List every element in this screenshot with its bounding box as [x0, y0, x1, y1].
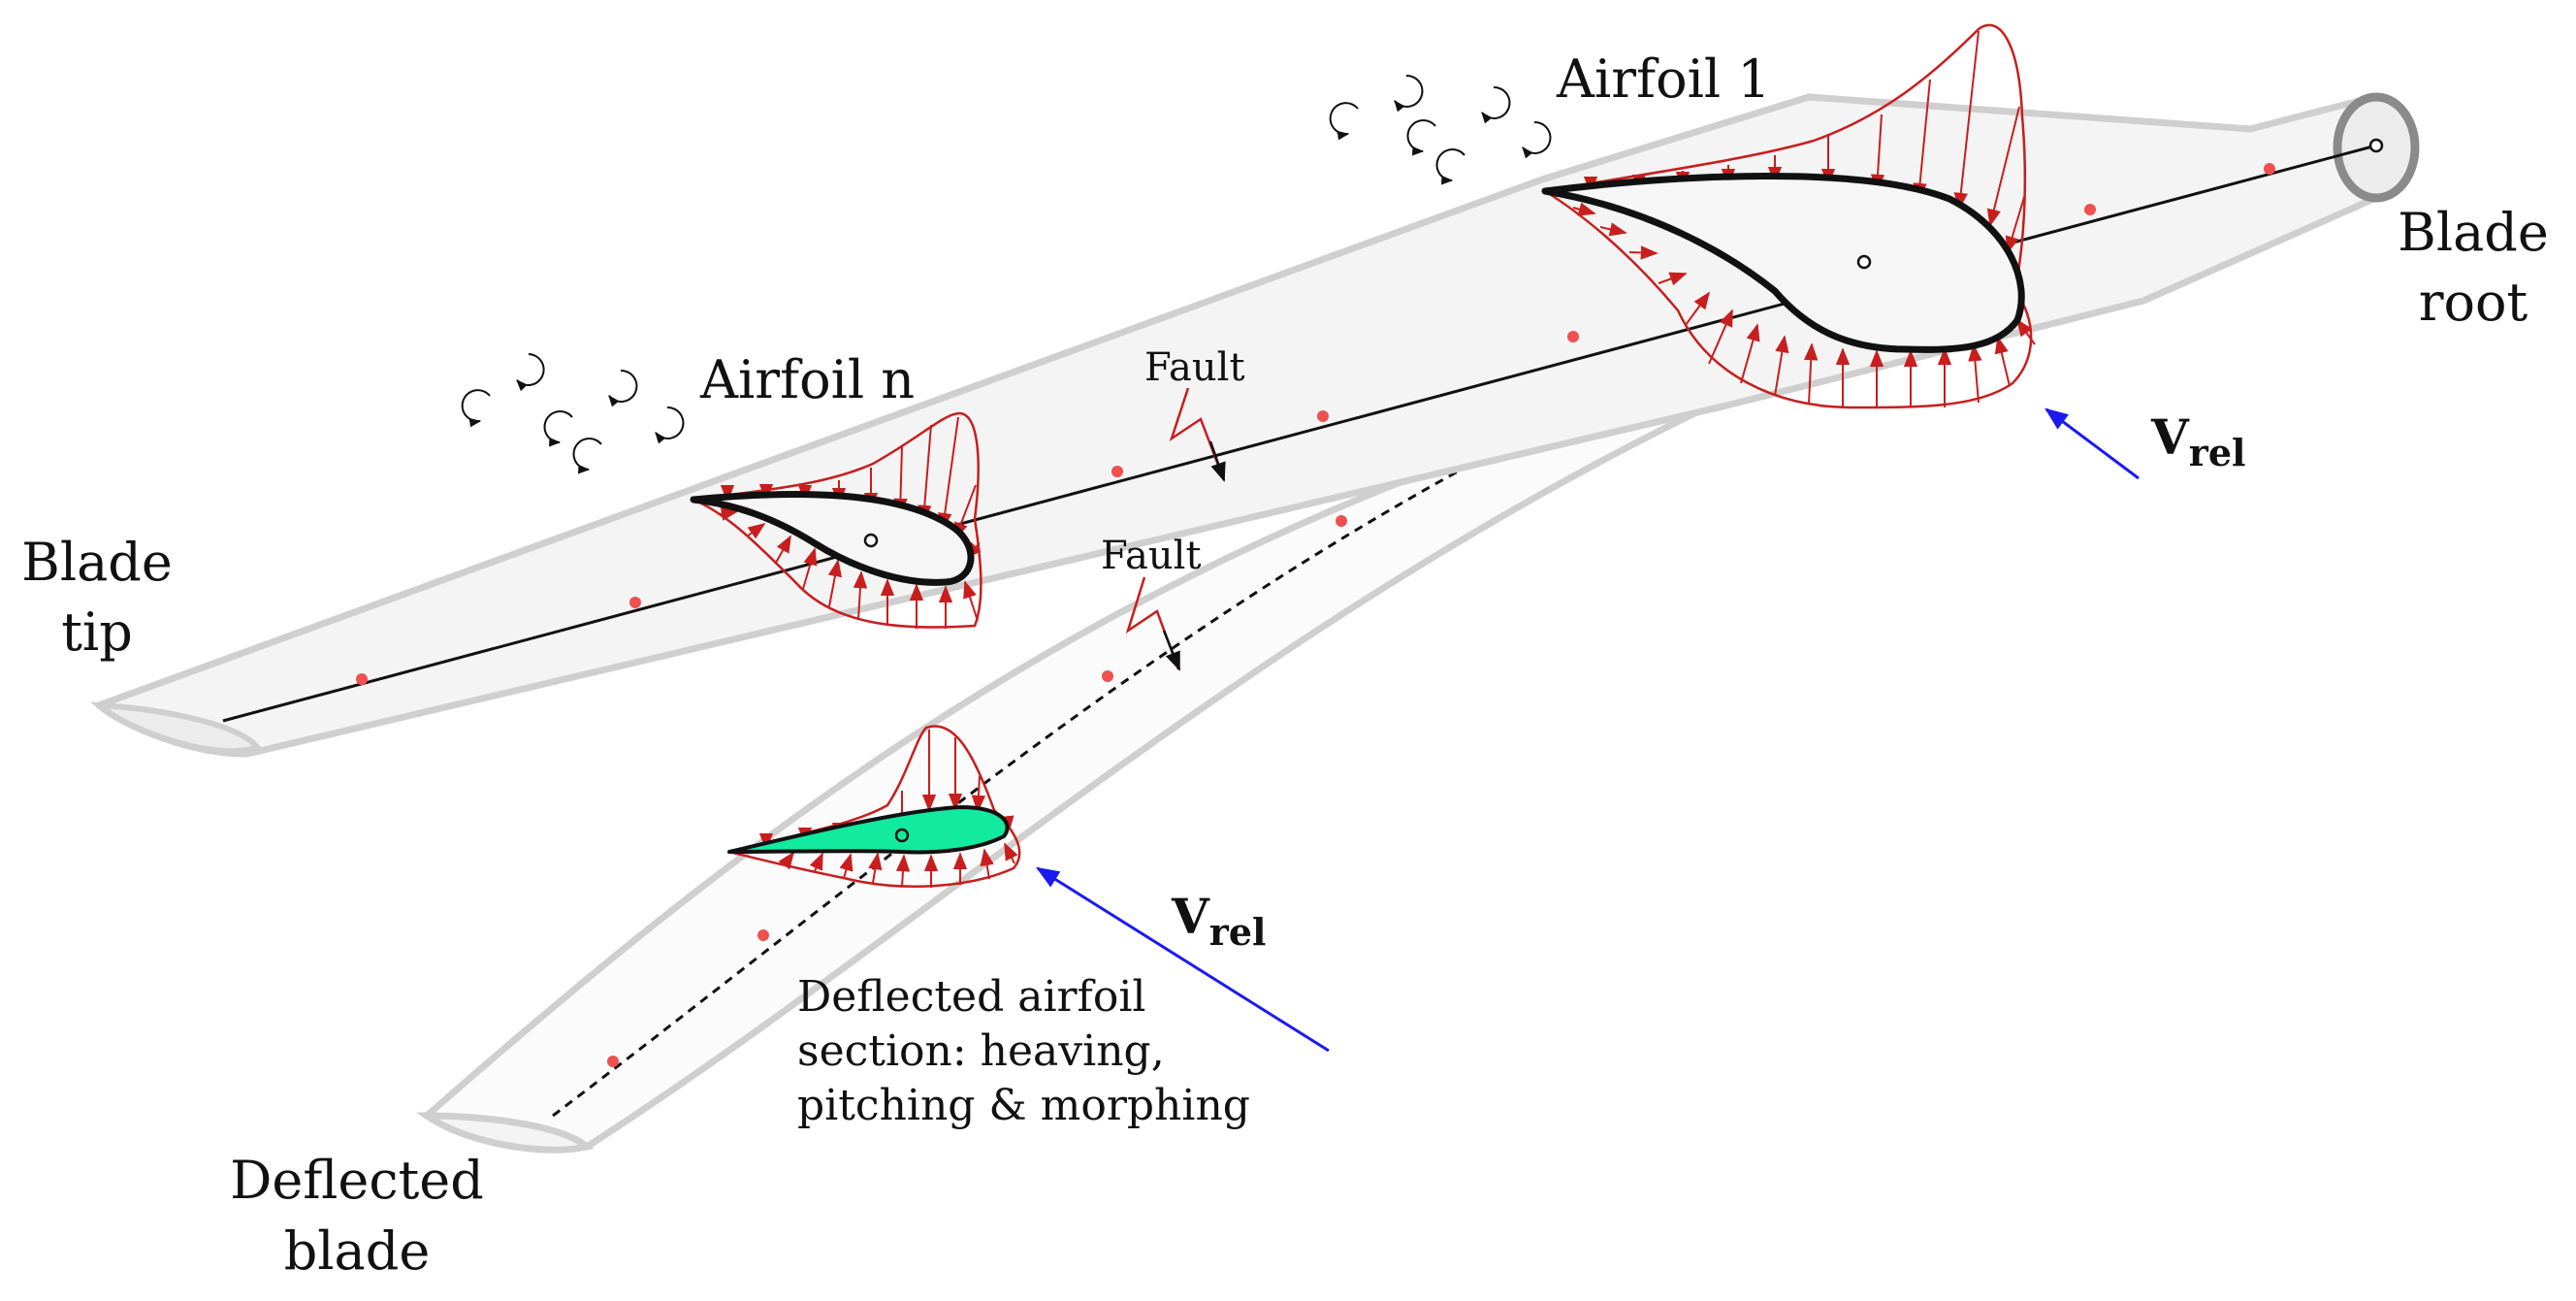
blade-tip-label-line1: Blade: [21, 532, 173, 593]
airfoil-n-outline: [690, 490, 975, 586]
airfoil-1-pressure-arrows: [1572, 30, 2036, 407]
fault-upper-icon: [1169, 387, 1226, 482]
blade-node: [2264, 163, 2275, 175]
airfoil-n-pressure-envelope: [692, 411, 982, 629]
swirl-arrow: [1406, 119, 1436, 156]
blade-tip-end: [89, 701, 262, 755]
swirl-arrows-icon: [461, 74, 1552, 474]
deflected-node: [607, 1056, 619, 1067]
blade-node: [2084, 204, 2096, 215]
deflected-airfoil-outline: [727, 805, 1010, 855]
deflected-blade-label-line1: Deflected: [230, 1150, 484, 1211]
swirl-arrow: [461, 389, 491, 428]
swirl-arrow: [572, 438, 602, 474]
airfoil-n-center: [863, 533, 879, 548]
airfoil-1-label: Airfoil 1: [1556, 49, 1771, 110]
blade-root-label-line2: root: [2419, 272, 2528, 333]
blade-node: [1567, 331, 1579, 342]
deflected-node: [757, 929, 769, 941]
deflected-airfoil-pressure-envelope: [728, 725, 1021, 888]
deflected-airfoil-center: [894, 828, 910, 843]
blade-root-label-line1: Blade: [2398, 202, 2549, 263]
blade-node: [1317, 410, 1329, 422]
airfoil-1-outline: [1541, 173, 2025, 353]
deflected-blade-label-line2: blade: [284, 1220, 431, 1282]
deflected-node: [1102, 670, 1113, 682]
swirl-arrow: [1329, 102, 1359, 141]
airfoil-n-label: Airfoil n: [699, 349, 915, 410]
airfoil-1-center: [1856, 254, 1872, 270]
v-rel-lower-arrow-icon: [1035, 866, 1330, 1053]
root-axis-point: [2368, 138, 2384, 153]
deflected-section-label-line1: Deflected airfoil: [797, 972, 1145, 1022]
blade-tip-label-line2: tip: [61, 602, 133, 663]
deflected-blade-axis: [552, 430, 1533, 1118]
main-blade-nodes: [356, 163, 2275, 685]
blade-node: [356, 673, 368, 685]
airfoil-n-section: [690, 411, 982, 629]
deflected-section-label-line2: section: heaving,: [797, 1026, 1165, 1076]
v-rel-upper-arrow-icon: [2045, 407, 2140, 480]
swirl-arrow: [1394, 74, 1424, 113]
v-rel-lower-label: Vrel: [1171, 888, 1266, 954]
deflected-airfoil-section: [727, 725, 1021, 888]
airfoil-1-section: [1541, 23, 2036, 409]
deflected-node: [1336, 515, 1347, 527]
v-rel-upper-label: Vrel: [2150, 408, 2245, 474]
deflected-blade-nodes: [607, 515, 1347, 1067]
swirl-arrow: [608, 369, 638, 407]
swirl-arrow: [1481, 85, 1511, 124]
swirl-arrow: [655, 406, 685, 444]
fault-lower-icon: [1125, 576, 1181, 671]
swirl-arrow: [1435, 148, 1465, 185]
swirl-arrow: [1522, 120, 1552, 159]
swirl-arrow: [543, 410, 573, 447]
blade-node: [1111, 466, 1123, 477]
fault-lower-label: Fault: [1101, 534, 1202, 578]
swirl-arrow: [516, 353, 545, 392]
blade-node: [629, 597, 641, 608]
deflected-blade-tip-end: [415, 1112, 595, 1154]
fault-upper-label: Fault: [1144, 345, 1245, 390]
deflected-section-label-line3: pitching & morphing: [797, 1081, 1250, 1130]
